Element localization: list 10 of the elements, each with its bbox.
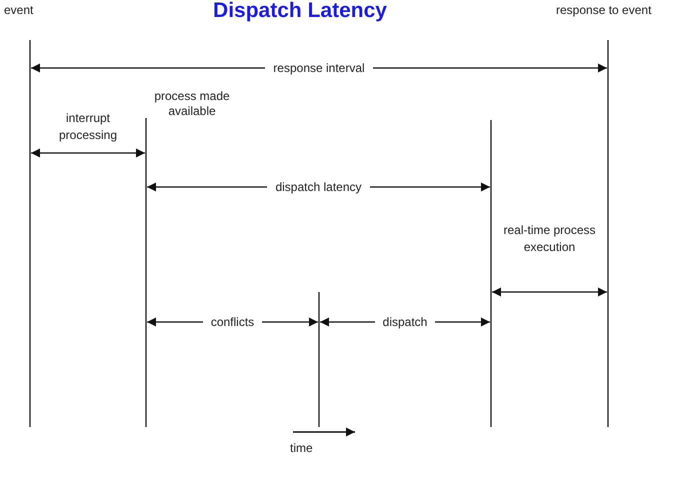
diagram-title: Dispatch Latency [212, 0, 388, 22]
text-label: response to event [556, 3, 652, 18]
interval-label: real-time process execution [502, 222, 597, 256]
text-label: process made available [153, 89, 231, 119]
interval-label: interrupt processing [58, 110, 118, 144]
text-label: time [290, 441, 314, 456]
interval-label: dispatch latency [267, 179, 370, 195]
interval-label: response interval [265, 60, 373, 76]
interval-label: dispatch [374, 314, 436, 330]
text-label: event [4, 3, 34, 18]
